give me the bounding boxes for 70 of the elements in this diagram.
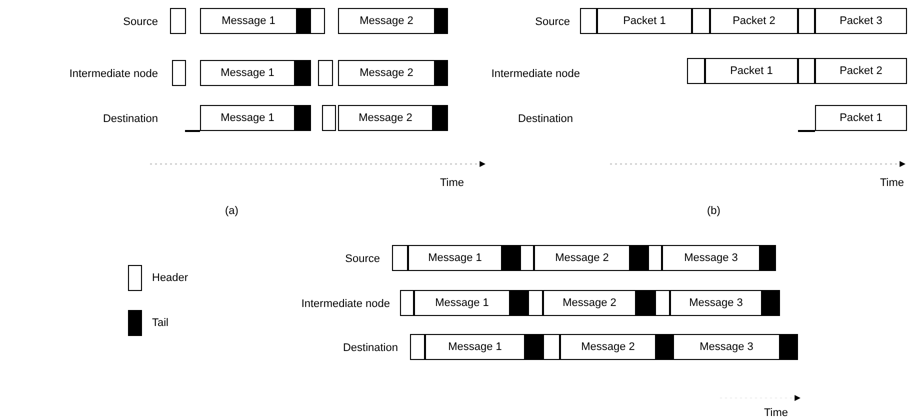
message-segment: Message 1 bbox=[408, 245, 502, 271]
tail-block bbox=[295, 105, 311, 131]
message-segment: Message 1 bbox=[200, 8, 297, 34]
tail-block bbox=[510, 290, 528, 316]
header-block bbox=[400, 290, 414, 316]
message-segment: Message 3 bbox=[673, 334, 780, 360]
tail-block bbox=[295, 60, 311, 86]
row-label: Destination bbox=[342, 341, 398, 355]
header-block bbox=[172, 60, 186, 86]
header-block bbox=[798, 58, 815, 84]
row-label: Source bbox=[345, 252, 380, 266]
tail-block bbox=[636, 290, 655, 316]
row-label: Intermediate node bbox=[491, 67, 580, 81]
tail-block bbox=[525, 334, 543, 360]
message-segment: Message 2 bbox=[534, 245, 630, 271]
header-block bbox=[655, 290, 670, 316]
message-segment: Packet 2 bbox=[815, 58, 907, 84]
row-label: Source bbox=[123, 15, 158, 29]
row-label: Destination bbox=[518, 112, 573, 126]
header-block bbox=[692, 8, 710, 34]
message-segment: Message 1 bbox=[200, 60, 295, 86]
row-label: Intermediate node bbox=[301, 297, 390, 311]
legend-label: Header bbox=[152, 271, 188, 285]
tail-block bbox=[630, 245, 648, 271]
tail-block bbox=[502, 245, 520, 271]
axis-label: Time bbox=[440, 176, 464, 190]
message-segment: Message 3 bbox=[662, 245, 760, 271]
tail-block bbox=[780, 334, 798, 360]
header-block bbox=[543, 334, 560, 360]
tail-block bbox=[760, 245, 776, 271]
message-segment: Message 2 bbox=[560, 334, 656, 360]
message-segment: Packet 3 bbox=[815, 8, 907, 34]
panel-label: (b) bbox=[707, 204, 720, 218]
header-block bbox=[322, 105, 336, 131]
message-segment: Packet 1 bbox=[815, 105, 907, 131]
message-segment: Message 2 bbox=[338, 60, 435, 86]
header-block bbox=[318, 60, 333, 86]
header-block bbox=[648, 245, 662, 271]
header-block bbox=[410, 334, 425, 360]
tail-block bbox=[433, 105, 448, 131]
row-label: Destination bbox=[102, 112, 158, 126]
header-block bbox=[520, 245, 534, 271]
message-segment: Packet 2 bbox=[710, 8, 798, 34]
tail-block bbox=[762, 290, 780, 316]
message-segment: Message 2 bbox=[543, 290, 636, 316]
panel-label: (a) bbox=[225, 204, 238, 218]
message-segment: Message 1 bbox=[425, 334, 525, 360]
tail-block bbox=[435, 8, 448, 34]
header-block bbox=[392, 245, 408, 271]
header-block bbox=[687, 58, 705, 84]
message-segment: Message 1 bbox=[414, 290, 510, 316]
tail-block bbox=[297, 8, 310, 34]
message-segment: Packet 1 bbox=[705, 58, 798, 84]
row-label: Intermediate node bbox=[69, 67, 158, 81]
tail-block bbox=[435, 60, 448, 86]
header-block bbox=[310, 8, 325, 34]
header-block bbox=[170, 8, 186, 34]
message-segment: Message 2 bbox=[338, 8, 435, 34]
header-block bbox=[798, 8, 815, 34]
header-block bbox=[580, 8, 597, 34]
message-segment: Message 1 bbox=[200, 105, 295, 131]
message-segment: Message 3 bbox=[670, 290, 762, 316]
message-segment: Message 2 bbox=[338, 105, 433, 131]
row-label: Source bbox=[535, 15, 570, 29]
tail-block bbox=[656, 334, 673, 360]
message-segment: Packet 1 bbox=[597, 8, 692, 34]
axis-label: Time bbox=[880, 176, 904, 190]
legend-label: Tail bbox=[152, 316, 169, 330]
axis-label: Time bbox=[764, 406, 788, 419]
header-block bbox=[528, 290, 543, 316]
